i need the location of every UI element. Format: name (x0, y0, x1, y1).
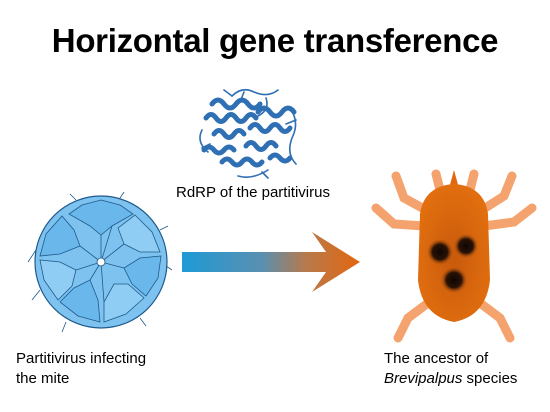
rdrp-label: RdRP of the partitivirus (176, 184, 330, 201)
diagram-title: Horizontal gene transference (51, 22, 499, 59)
partitivirus-label-line2: the mite (16, 370, 70, 387)
ancestor-label: The ancestor of Brevipalpus species (384, 349, 517, 389)
ancestor-species-suffix: species (462, 370, 518, 387)
partitivirus-label-line1: Partitivirus infecting (16, 350, 147, 367)
ancestor-label-line2: Brevipalpus species (384, 369, 517, 389)
brevipalpus-mite-icon (371, 169, 537, 343)
ancestor-genus-name: Brevipalpus (384, 370, 463, 387)
ancestor-label-line1: The ancestor of (384, 350, 489, 367)
partitivirus-label: Partitivirus infecting the mite (16, 349, 146, 389)
transfer-arrow-icon (182, 232, 360, 292)
partitivirus-capsid-icon (27, 191, 173, 333)
rdrp-protein-structure-icon (199, 88, 297, 179)
